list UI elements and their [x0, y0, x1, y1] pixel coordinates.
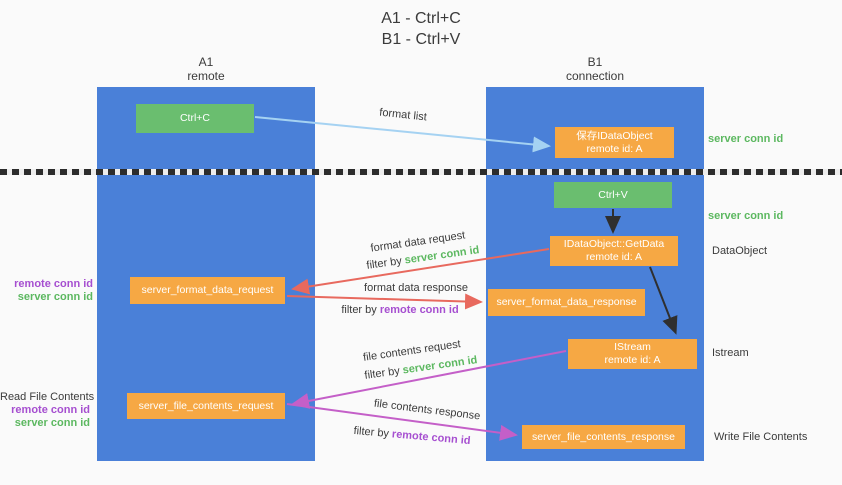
node-server-format-data-request: server_format_data_request — [130, 277, 285, 304]
lane-header-b1: B1 connection — [486, 55, 704, 83]
save-idataobject-line1: 保存IDataObject — [576, 129, 653, 142]
annotation-server-conn-id-2: server conn id — [14, 417, 90, 429]
edge-label-format-data-response: format data response — [364, 282, 468, 294]
annotation-server-conn-id-1: server conn id — [17, 291, 93, 303]
edge-filter-file-contents-response: filter by remote conn id — [337, 423, 488, 449]
edge-filter-format-data-response: filter by remote conn id — [325, 304, 475, 317]
arrow-format-data-response — [286, 293, 483, 310]
file-request-label: server_file_contents_request — [138, 399, 274, 412]
getdata-line2: remote id: A — [585, 251, 643, 263]
istream-line2: remote id: A — [604, 354, 661, 366]
edge-label-file-contents-response: file contents response — [373, 397, 481, 423]
ctrl-v-label: Ctrl+V — [598, 188, 628, 201]
annotation-server-conn-id-mid: server conn id — [708, 210, 784, 222]
filter-key-remote-conn-id: remote conn id — [379, 304, 459, 316]
node-save-idataobject: 保存IDataObject remote id: A — [555, 127, 674, 158]
save-idataobject-line2: remote id: A — [586, 142, 643, 155]
annotation-istream: Istream — [712, 347, 749, 359]
lane-a1-role: remote — [187, 69, 225, 83]
node-ctrl-c: Ctrl+C — [136, 104, 254, 133]
annotation-write-file-contents: Write File Contents — [714, 431, 808, 443]
diagram-title: A1 - Ctrl+C B1 - Ctrl+V — [0, 8, 842, 50]
filter-key-remote-conn-id: remote conn id — [391, 428, 472, 448]
copy-paste-divider-line — [0, 169, 842, 175]
title-line-1: A1 - Ctrl+C — [381, 10, 461, 27]
ctrl-c-label: Ctrl+C — [179, 112, 211, 124]
filter-prefix: filter by — [341, 304, 380, 316]
edge-label-format-list: format list — [378, 106, 428, 124]
istream-line1: IStream — [614, 341, 651, 353]
annotation-remote-conn-id-1: remote conn id — [14, 278, 93, 290]
lane-a1-name: A1 — [198, 55, 214, 69]
node-istream: IStream remote id: A — [568, 339, 697, 369]
file-response-label: server_file_contents_response — [531, 430, 675, 443]
annotation-read-file-contents: Read File Contents — [0, 391, 95, 403]
node-server-file-contents-response: server_file_contents_response — [522, 425, 685, 449]
node-server-file-contents-request: server_file_contents_request — [127, 393, 285, 419]
annotation-remote-conn-id-2: remote conn id — [11, 404, 90, 416]
getdata-line1: IDataObject::GetData — [563, 238, 665, 250]
node-idataobject-getdata: IDataObject::GetData remote id: A — [550, 236, 678, 266]
filter-prefix: filter by — [365, 254, 406, 272]
filter-prefix: filter by — [363, 364, 404, 382]
node-server-format-data-response: server_format_data_response — [488, 289, 645, 316]
title-line-2: B1 - Ctrl+V — [381, 31, 461, 48]
lane-b1-role: connection — [565, 69, 625, 83]
format-request-label: server_format_data_request — [141, 284, 274, 296]
annotation-server-conn-id-top: server conn id — [708, 133, 784, 145]
lane-b1-name: B1 — [587, 55, 603, 69]
filter-prefix: filter by — [353, 424, 393, 441]
lane-header-a1: A1 remote — [97, 55, 315, 83]
annotation-dataobject: DataObject — [712, 245, 768, 257]
node-ctrl-v: Ctrl+V — [554, 182, 672, 208]
format-response-label: server_format_data_response — [496, 296, 637, 308]
